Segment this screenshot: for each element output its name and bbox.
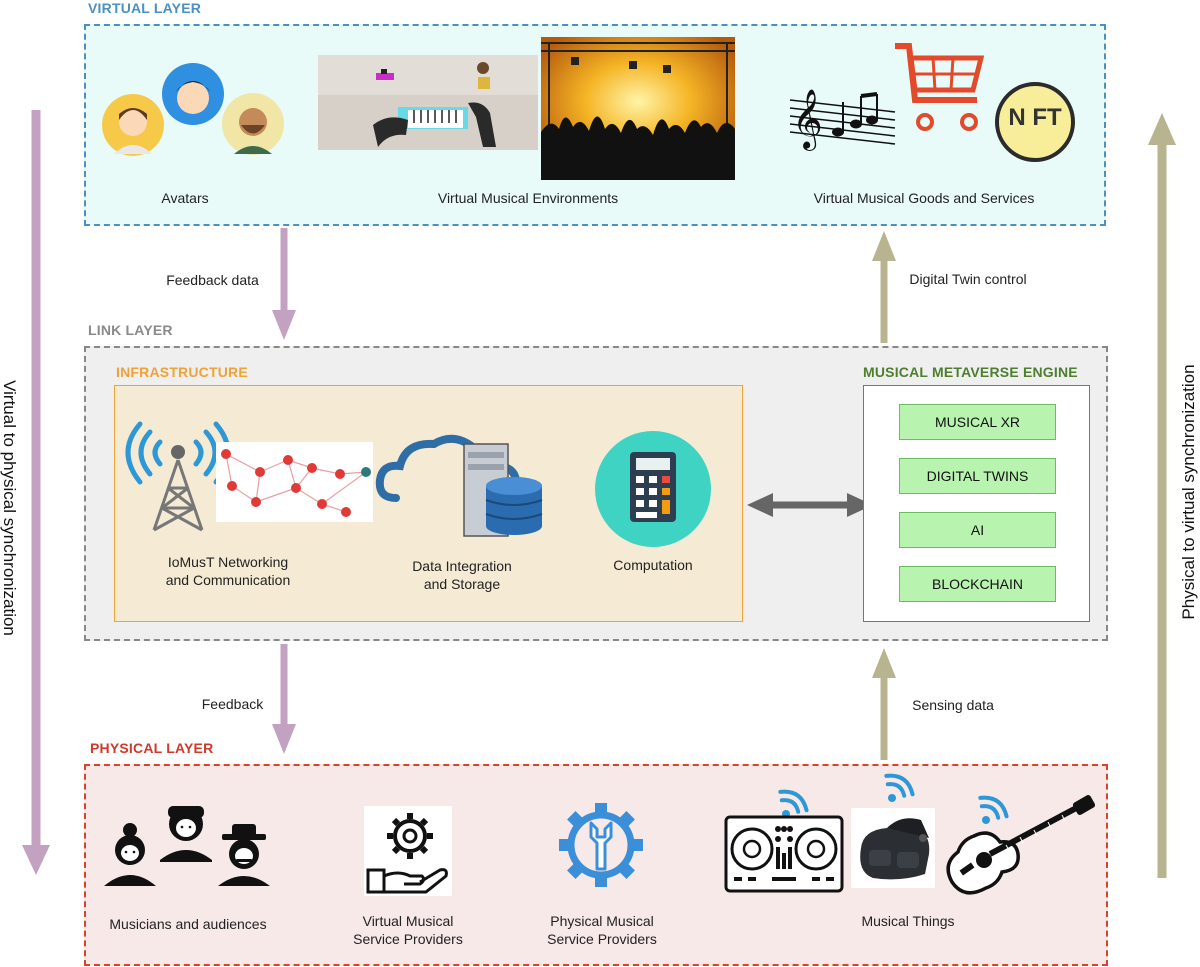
environments-label: Virtual Musical Environments: [437, 190, 619, 206]
wifi-icon-guitar: [978, 795, 1009, 824]
nft-coin-text: N FT: [1008, 104, 1062, 131]
guitar-icon: [946, 795, 1096, 895]
networking-label-line1: IoMusT Networking: [167, 554, 289, 570]
wrench-gear-icon: [559, 803, 643, 887]
virtual-layer-title: VIRTUAL LAYER: [88, 0, 202, 16]
engine-title: MUSICAL METAVERSE ENGINE: [863, 364, 1078, 380]
musicians-label: Musicians and audiences: [109, 916, 267, 932]
sensing-data-label: Sensing data: [912, 697, 994, 713]
people-icon: [104, 806, 270, 886]
sensing-data-arrow: [872, 648, 896, 760]
avatars-icon: [102, 63, 284, 156]
digital-twin-control-label: Digital Twin control: [909, 271, 1027, 287]
engine-item-blockchain: BLOCKCHAIN: [899, 566, 1056, 602]
infrastructure-title: INFRASTRUCTURE: [116, 364, 248, 380]
right-sync-label: Physical to virtual synchronization: [1179, 364, 1198, 620]
feedback-arrow: [272, 644, 296, 754]
calculator-icon: [595, 431, 711, 547]
goods-label: Virtual Musical Goods and Services: [813, 190, 1035, 206]
digital-twin-control-arrow: [872, 231, 896, 343]
feedback-data-label: Feedback data: [166, 272, 259, 288]
storage-label-line2: and Storage: [423, 576, 501, 592]
engine-item-musical-xr: MUSICAL XR: [899, 404, 1056, 440]
feedback-label: Feedback: [201, 696, 264, 712]
engine-item-digital-twins: DIGITAL TWINS: [899, 458, 1056, 494]
concert-stage-icon: [541, 37, 735, 180]
bidirectional-arrow: [747, 493, 873, 517]
networking-label-line2: and Communication: [165, 572, 291, 588]
network-graph-icon: [216, 442, 373, 522]
avatars-label: Avatars: [161, 190, 209, 206]
vr-piano-scene-icon: [318, 55, 538, 150]
cloud-database-icon: [375, 434, 543, 537]
shopping-cart-icon: [895, 43, 985, 131]
storage-label-line1: Data Integration: [412, 558, 512, 574]
engine-item-ai: AI: [899, 512, 1056, 548]
link-layer-title: LINK LAYER: [88, 322, 173, 338]
svg-text:𝄞: 𝄞: [792, 89, 823, 151]
musical-things-label: Musical Things: [861, 913, 955, 929]
vr-headset-icon: [851, 808, 935, 888]
physical-layer-title: PHYSICAL LAYER: [90, 740, 214, 756]
computation-label: Computation: [613, 557, 693, 573]
cell-tower-icon: [125, 421, 231, 532]
dj-controller-icon: [724, 815, 844, 893]
feedback-data-arrow: [272, 228, 296, 340]
virtual-providers-label-line1: Virtual Musical: [362, 913, 454, 929]
virtual-providers-label-line2: Service Providers: [353, 931, 463, 947]
physical-providers-label-line1: Physical Musical: [550, 913, 654, 929]
wifi-icon-vr: [884, 773, 915, 802]
physical-providers-label-line2: Service Providers: [547, 931, 657, 947]
music-notes-icon: 𝄞: [789, 89, 896, 151]
service-provider-hand-icon: [364, 806, 452, 896]
nft-coin-icon: [995, 82, 1075, 162]
